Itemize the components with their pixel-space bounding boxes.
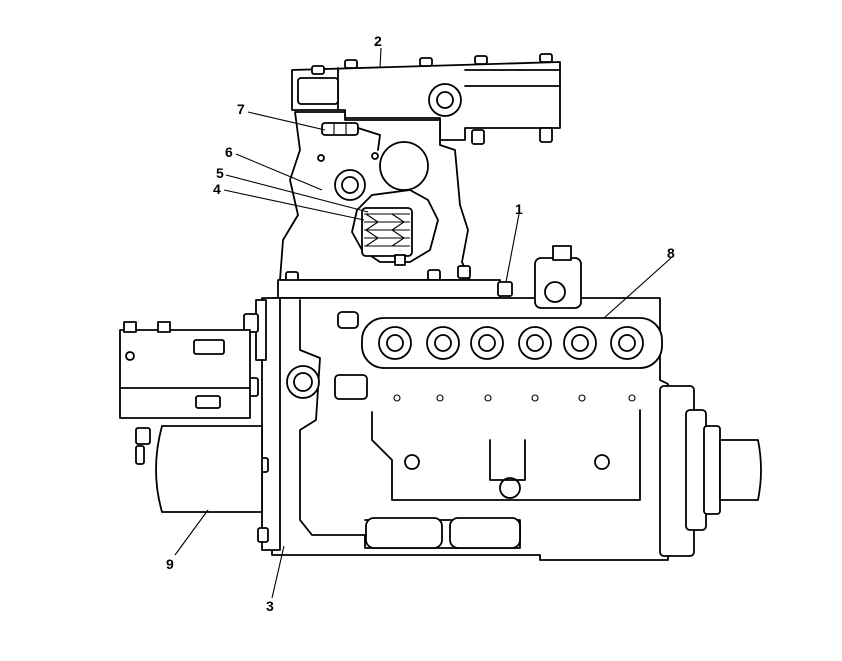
callout-9: 9 (166, 556, 174, 572)
callout-1: 1 (515, 201, 523, 217)
pump-body (271, 245, 669, 561)
callout-2: 2 (374, 33, 382, 49)
callout-7: 7 (237, 101, 245, 117)
callout-6: 6 (225, 144, 233, 160)
callout-4: 4 (213, 181, 221, 197)
left-accessories (119, 297, 281, 551)
callout-5: 5 (216, 165, 224, 181)
drive-flange (659, 385, 762, 557)
callout-8: 8 (667, 245, 675, 261)
leader-lines (174, 47, 672, 599)
callout-3: 3 (266, 598, 274, 614)
callout-labels: 2 7 6 5 4 1 8 9 3 (166, 33, 675, 614)
top-cover-assembly (291, 53, 561, 145)
governor-body (279, 111, 471, 283)
